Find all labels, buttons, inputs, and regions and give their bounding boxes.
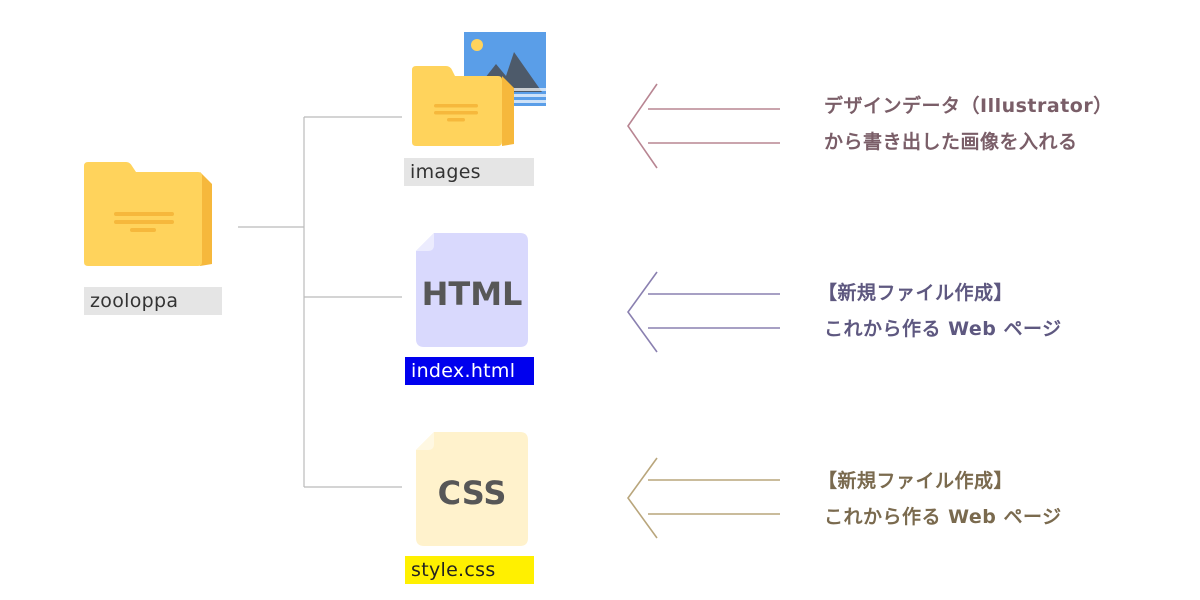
html-file-icon[interactable]: HTML xyxy=(414,231,530,349)
root-folder-icon[interactable] xyxy=(82,160,214,268)
css-icon-text: CSS xyxy=(438,474,507,512)
css-arrow-icon xyxy=(627,457,780,539)
images-folder-icon[interactable] xyxy=(410,30,550,148)
css-file-icon[interactable]: CSS xyxy=(414,430,530,548)
html-icon-text: HTML xyxy=(422,275,523,313)
html-description-line-1: 【新規ファイル作成】 xyxy=(818,282,1014,304)
css-description-line-1: 【新規ファイル作成】 xyxy=(818,470,1014,492)
images-description-line-2: から書き出した画像を入れる xyxy=(824,131,1078,153)
html-arrow-icon xyxy=(627,271,780,353)
index-html-label[interactable]: index.html xyxy=(405,357,534,385)
root-folder-label[interactable]: zooloppa xyxy=(84,287,222,315)
style-css-label[interactable]: style.css xyxy=(405,556,534,584)
css-description: 【新規ファイル作成】 これから作る Web ページ xyxy=(818,463,1062,535)
html-description: 【新規ファイル作成】 これから作る Web ページ xyxy=(818,275,1062,347)
html-description-line-2: これから作る Web ページ xyxy=(824,318,1062,340)
images-description: デザインデータ（Illustrator） から書き出した画像を入れる xyxy=(824,88,1113,160)
images-description-line-1: デザインデータ（Illustrator） xyxy=(824,95,1113,117)
css-description-line-2: これから作る Web ページ xyxy=(824,506,1062,528)
images-folder-label[interactable]: images xyxy=(404,158,534,186)
images-arrow-icon xyxy=(627,83,780,169)
